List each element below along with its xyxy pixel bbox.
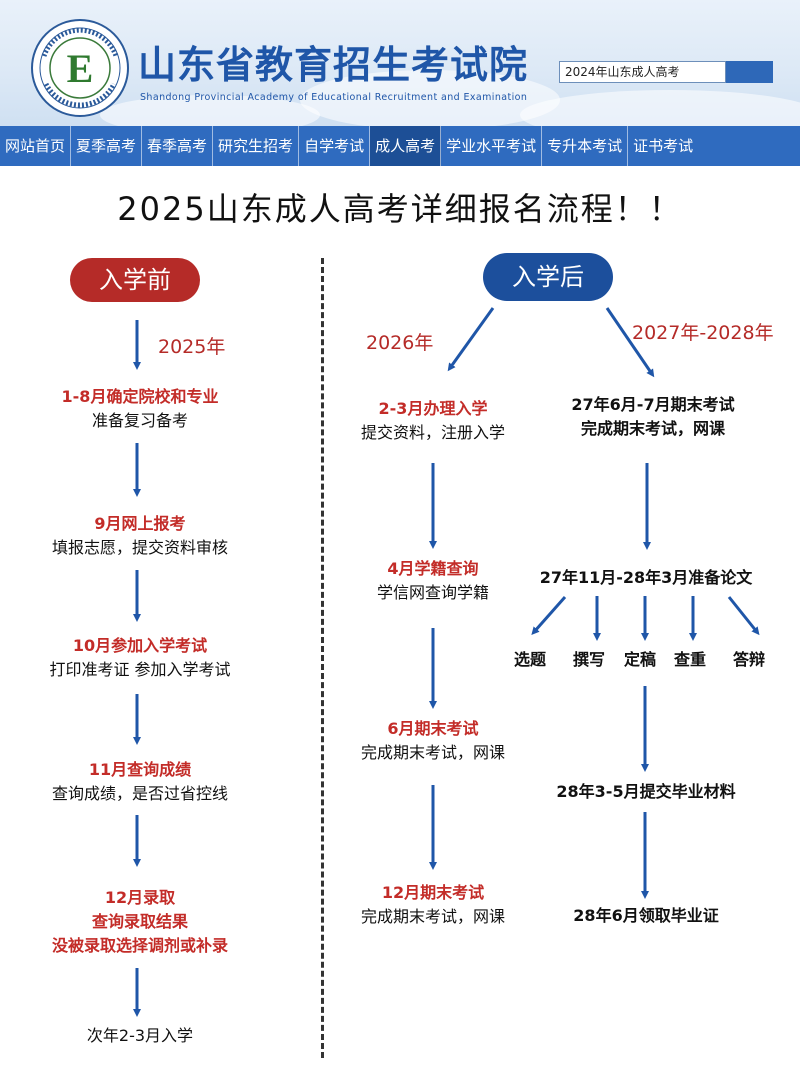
search-button[interactable] [726,61,773,83]
right-a-step-3: 6月期末考试 完成期末考试，网课 [330,717,536,765]
thesis-step: 定稿 [620,648,660,672]
step-title: 9月网上报考 [94,514,186,533]
step-title: 2-3月办理入学 [378,399,488,418]
right-a-step-1: 2-3月办理入学 提交资料，注册入学 [330,397,536,445]
step-title: 4月学籍查询 [387,559,479,578]
thesis-step: 选题 [510,648,550,672]
left-step-2: 9月网上报考 填报志愿，提交资料审核 [0,512,280,560]
thesis-step: 撰写 [569,648,609,672]
thesis-step-label: 答辩 [732,650,765,669]
left-step-5: 12月录取 查询录取结果 没被录取选择调剂或补录 [0,886,280,958]
thesis-step: 查重 [670,648,710,672]
left-step-1: 1-8月确定院校和专业 准备复习备考 [0,385,280,433]
step-title: 1-8月确定院校和专业 [61,387,219,406]
site-title: 山东省教育招生考试院 [138,43,529,87]
site-header: E 山东省教育招生考试院 Shandong Provincial Academy… [0,0,800,126]
step-desc: 次年2-3月入学 [86,1026,194,1045]
page-headline: 2025山东成人高考详细报名流程！！ [117,190,683,228]
header-cloud [520,90,800,126]
nav-item-upgrade-exam[interactable]: 专升本考试 [542,126,629,166]
left-step-4: 11月查询成绩 查询成绩，是否过省控线 [0,758,280,806]
column-divider [321,258,324,1058]
arrow-diagonal [727,596,760,636]
step-desc: 完成期末考试，网课 [360,743,505,762]
thesis-step-label: 查重 [673,650,706,669]
arrow-diagonal [531,596,567,635]
header-cloud [300,70,560,126]
step-desc: 准备复习备考 [91,411,188,430]
right-b-thesis: 27年11月-28年3月准备论文 [520,566,772,590]
step-title: 28年6月领取毕业证 [573,906,719,925]
main-nav: 网站首页 夏季高考 春季高考 研究生招考 自学考试 成人高考 学业水平考试 专升… [0,126,800,166]
step-title: 11月查询成绩 [88,760,192,779]
year-label: 2026年 [366,332,434,354]
thesis-step-label: 选题 [513,650,546,669]
nav-item-certificate[interactable]: 证书考试 [633,137,694,155]
year-label: 2025年 [158,336,226,358]
before-enrollment-pill: 入学前 [70,258,200,302]
step-desc: 完成期末考试，网课 [580,419,725,438]
step-title: 10月参加入学考试 [72,636,208,655]
nav-item-self-study[interactable]: 自学考试 [299,126,371,166]
right-b-step-4: 28年6月领取毕业证 [520,904,772,928]
nav-item-spring-exam[interactable]: 春季高考 [142,126,214,166]
step-desc: 填报志愿，提交资料审核 [51,538,228,557]
nav-item-adult-exam[interactable]: 成人高考 [370,126,442,166]
year-label: 2027年-2028年 [632,322,774,344]
step-line: 查询录取结果 [91,912,188,931]
site-subtitle: Shandong Provincial Academy of Education… [140,92,528,103]
step-desc: 学信网查询学籍 [376,583,489,602]
step-desc: 提交资料，注册入学 [360,423,505,442]
arrow-diagonal [605,307,655,378]
step-title: 27年11月-28年3月准备论文 [539,568,753,587]
nav-item-summer-exam[interactable]: 夏季高考 [71,126,143,166]
step-title: 6月期末考试 [387,719,479,738]
step-desc: 查询成绩，是否过省控线 [51,784,228,803]
right-a-step-2: 4月学籍查询 学信网查询学籍 [330,557,536,605]
nav-item-academic-level[interactable]: 学业水平考试 [441,126,543,166]
nav-item-home[interactable]: 网站首页 [0,126,72,166]
right-b-step-3: 28年3-5月提交毕业材料 [520,780,772,804]
right-a-step-4: 12月期末考试 完成期末考试，网课 [330,881,536,929]
academy-logo[interactable]: E [30,18,130,118]
step-desc: 完成期末考试，网课 [360,907,505,926]
after-enrollment-pill: 入学后 [483,253,613,301]
search-input[interactable]: 2024年山东成人高考 [559,61,726,83]
step-line: 没被录取选择调剂或补录 [51,936,228,955]
right-b-step-1: 27年6月-7月期末考试 完成期末考试，网课 [540,393,766,441]
left-step-3: 10月参加入学考试 打印准考证 参加入学考试 [0,634,280,682]
step-title: 28年3-5月提交毕业材料 [556,782,736,801]
thesis-step: 答辩 [729,648,769,672]
thesis-step-label: 撰写 [572,650,605,669]
left-final: 次年2-3月入学 [0,1024,280,1048]
step-desc: 打印准考证 参加入学考试 [49,660,231,679]
nav-item-graduate[interactable]: 研究生招考 [213,126,300,166]
header-cloud [100,95,320,126]
step-title: 27年6月-7月期末考试 [571,395,735,414]
step-title: 12月录取 [104,888,176,907]
step-title: 12月期末考试 [381,883,485,902]
arrow-diagonal [447,307,495,372]
search-bar: 2024年山东成人高考 [559,61,773,83]
thesis-step-label: 定稿 [623,650,656,669]
logo-letter: E [67,46,94,91]
